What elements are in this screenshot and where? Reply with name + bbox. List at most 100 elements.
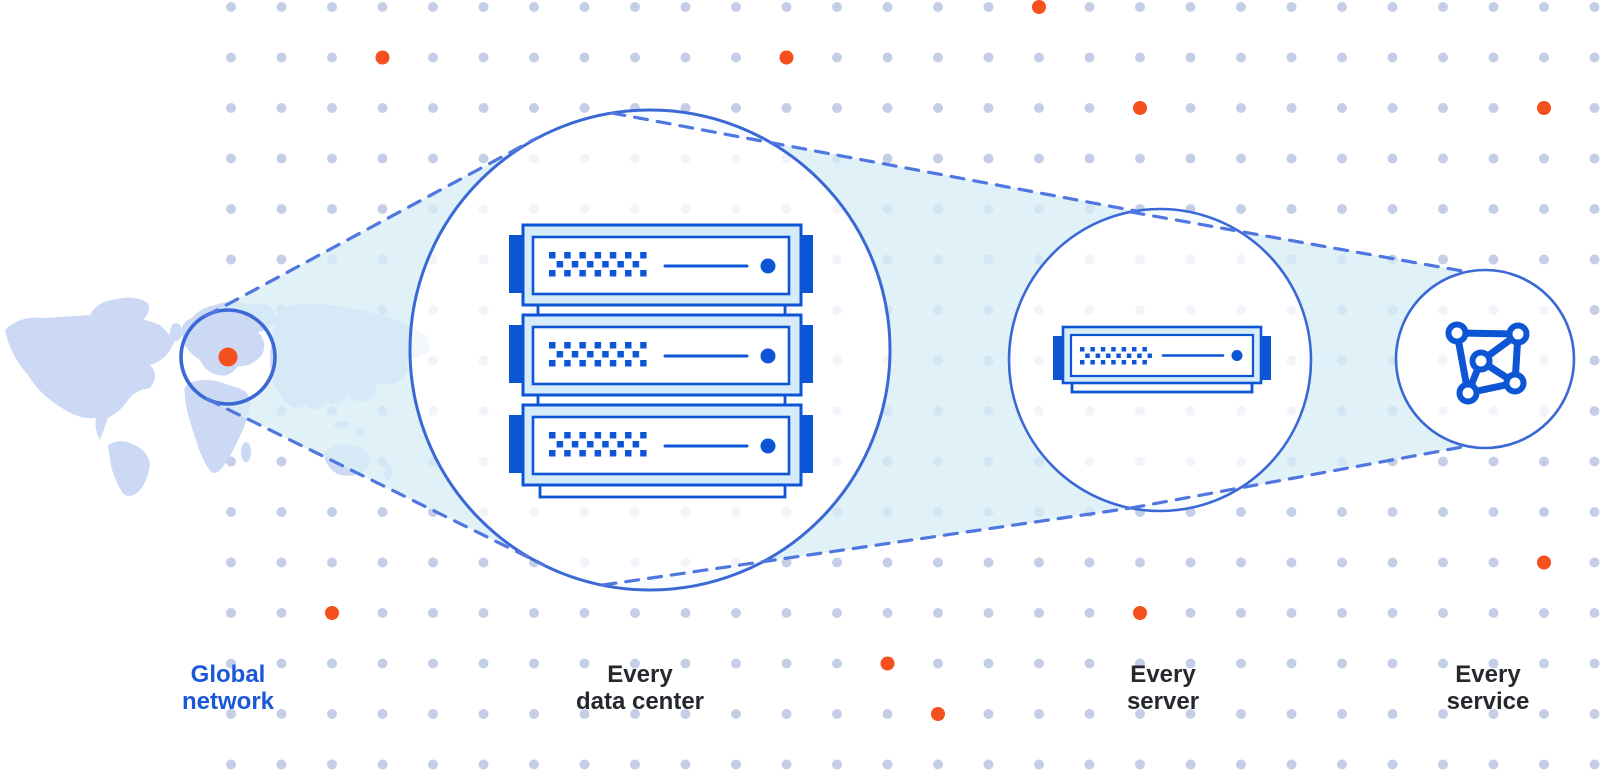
grid-dot bbox=[579, 608, 590, 618]
grid-dot bbox=[1034, 557, 1044, 568]
grid-dot bbox=[327, 153, 337, 164]
accent-dot bbox=[1133, 101, 1147, 115]
grid-dot bbox=[680, 759, 691, 770]
grid-dot bbox=[1438, 759, 1448, 770]
grid-dot bbox=[1286, 557, 1297, 568]
grid-dot bbox=[1135, 658, 1145, 669]
grid-dot bbox=[1488, 52, 1499, 63]
grid-dot bbox=[731, 52, 741, 63]
grid-dot bbox=[630, 709, 640, 719]
grid-dot bbox=[276, 456, 287, 467]
grid-dot bbox=[1286, 709, 1297, 719]
grid-dot bbox=[579, 52, 590, 63]
grid-dot bbox=[579, 103, 590, 113]
grid-dot bbox=[680, 709, 691, 719]
grid-dot bbox=[1185, 608, 1196, 618]
grid-dot bbox=[1589, 759, 1600, 770]
location-marker-dot bbox=[218, 347, 238, 367]
grid-dot bbox=[1589, 557, 1600, 568]
accent-dot bbox=[779, 50, 794, 65]
grid-dot bbox=[1337, 658, 1347, 669]
accent-dot bbox=[1032, 0, 1046, 14]
label-line: network bbox=[181, 688, 275, 715]
grid-dot bbox=[1337, 204, 1347, 214]
grid-dot bbox=[781, 557, 792, 568]
grid-dot bbox=[377, 153, 388, 164]
grid-dot bbox=[1438, 456, 1448, 467]
grid-dot bbox=[731, 2, 741, 12]
server-rack-icon bbox=[507, 223, 815, 499]
label-line: Global bbox=[190, 661, 266, 688]
grid-dot bbox=[1438, 153, 1448, 164]
grid-dot bbox=[983, 103, 994, 113]
grid-dot bbox=[983, 759, 994, 770]
accent-dot bbox=[375, 50, 390, 65]
label-every-data-center: Every data center bbox=[576, 661, 704, 715]
grid-dot bbox=[680, 2, 691, 12]
accent-dot bbox=[880, 656, 895, 671]
dashed-tangent-line bbox=[205, 397, 546, 567]
grid-dot bbox=[882, 153, 893, 164]
grid-dot bbox=[933, 2, 943, 12]
grid-dot bbox=[933, 557, 943, 568]
accent-dot bbox=[1537, 555, 1551, 570]
south-america-landmass bbox=[108, 441, 150, 496]
grid-dot bbox=[377, 658, 388, 669]
grid-dot bbox=[1337, 759, 1347, 770]
grid-dot bbox=[1438, 52, 1448, 63]
grid-dot bbox=[1589, 103, 1600, 113]
grid-dot bbox=[1135, 52, 1145, 63]
grid-dot bbox=[327, 759, 337, 770]
grid-dot bbox=[428, 709, 438, 719]
grid-dot bbox=[276, 153, 287, 164]
accent-dot bbox=[1133, 606, 1147, 620]
dashed-tangent-line bbox=[204, 136, 539, 318]
grid-dot bbox=[1084, 658, 1095, 669]
grid-dot bbox=[1589, 658, 1600, 669]
grid-dot bbox=[1387, 557, 1398, 568]
grid-dot bbox=[226, 658, 236, 669]
grid-dot bbox=[327, 2, 337, 12]
grid-dot bbox=[680, 658, 691, 669]
grid-dot bbox=[731, 658, 741, 669]
grid-dot bbox=[1286, 153, 1297, 164]
grid-dot bbox=[781, 608, 792, 618]
grid-dot bbox=[1236, 103, 1246, 113]
grid-dot bbox=[529, 608, 539, 618]
grid-dot bbox=[428, 608, 438, 618]
grid-dot bbox=[226, 254, 236, 265]
grid-dot bbox=[276, 608, 287, 618]
grid-dot bbox=[1438, 658, 1448, 669]
grid-dot bbox=[1034, 709, 1044, 719]
grid-dot bbox=[1488, 658, 1499, 669]
grid-dot bbox=[478, 103, 489, 113]
grid-dot bbox=[226, 759, 236, 770]
label-line: service bbox=[1446, 688, 1530, 715]
grid-dot bbox=[1185, 759, 1196, 770]
grid-dot bbox=[983, 557, 994, 568]
grid-dot bbox=[1438, 709, 1448, 719]
grid-dot bbox=[882, 608, 893, 618]
label-line: server bbox=[1126, 688, 1200, 715]
grid-dot bbox=[377, 557, 388, 568]
accent-dot bbox=[325, 606, 339, 620]
grid-dot bbox=[1236, 204, 1246, 214]
grid-dot bbox=[1488, 507, 1499, 517]
grid-dot bbox=[428, 103, 438, 113]
grid-dot bbox=[933, 153, 943, 164]
grid-dot bbox=[1185, 2, 1196, 12]
grid-dot bbox=[1034, 103, 1044, 113]
grid-dot bbox=[983, 52, 994, 63]
grid-dot bbox=[1387, 709, 1398, 719]
grid-dot bbox=[1337, 557, 1347, 568]
grid-dot bbox=[1539, 52, 1549, 63]
grid-dot bbox=[680, 103, 691, 113]
grid-dot bbox=[1236, 507, 1246, 517]
grid-dot bbox=[579, 709, 590, 719]
grid-dot bbox=[327, 52, 337, 63]
grid-dot bbox=[327, 709, 337, 719]
grid-dot bbox=[1236, 153, 1246, 164]
grid-dot bbox=[882, 103, 893, 113]
grid-dot bbox=[1286, 2, 1297, 12]
grid-dot bbox=[1135, 153, 1145, 164]
